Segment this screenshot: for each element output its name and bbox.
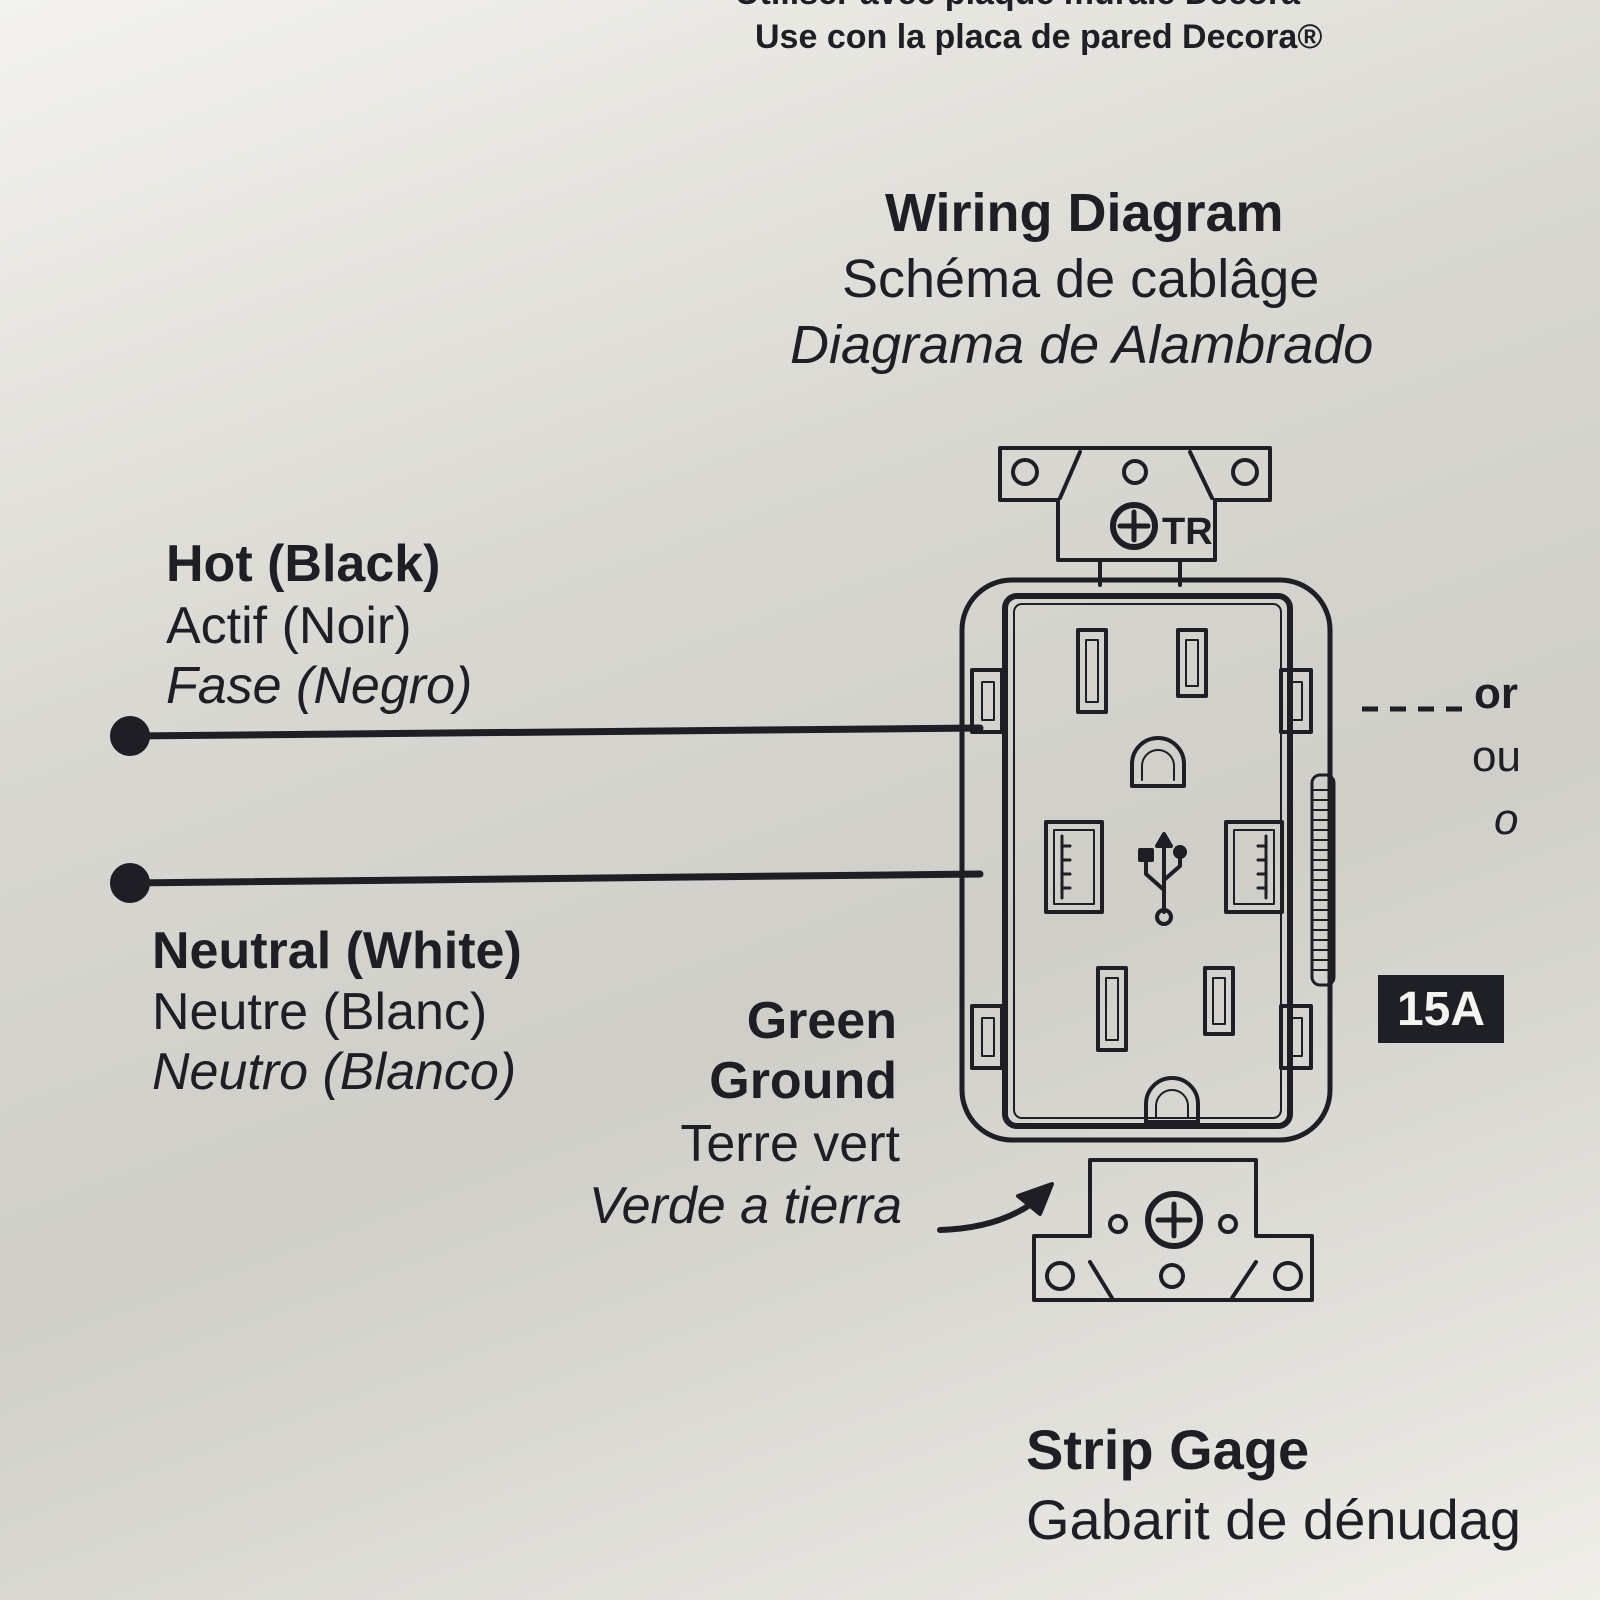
strip-gage-english: Strip Gage (1026, 1418, 1310, 1481)
ground-label-english: Ground (709, 1052, 897, 1110)
ribbed-side-panel (1310, 773, 1336, 987)
header-cut-line: Utiliser avec plaque murale Decora (735, 0, 1300, 10)
or-label-english: or (1474, 669, 1518, 718)
or-label-spanish: o (1494, 795, 1519, 844)
top-strap-screw-icon (1110, 502, 1158, 550)
ground-screw-icon (1145, 1191, 1203, 1249)
hot-label-english: Hot (Black) (166, 535, 441, 593)
usb-port-left (1044, 820, 1104, 914)
hot-label-french: Actif (Noir) (166, 597, 412, 655)
usb-port-right (1224, 820, 1284, 914)
neutral-label-english: Neutral (White) (152, 922, 522, 980)
hot-label-spanish: Fase (Negro) (166, 657, 473, 715)
receptacle-face (1002, 593, 1293, 1129)
usb-symbol-icon (1138, 832, 1187, 926)
ground-label-spanish: Verde a tierra (588, 1177, 902, 1235)
neutral-label-french: Neutre (Blanc) (152, 983, 488, 1041)
upper-outlet (1076, 628, 1208, 788)
tr-mark: TR (1162, 511, 1213, 553)
bottom-mounting-strap (1032, 1158, 1314, 1302)
title-french: Schéma de cablâge (842, 249, 1320, 309)
ground-label-french: Terre vert (680, 1115, 900, 1173)
neutral-label-spanish: Neutro (Blanco) (152, 1043, 517, 1101)
terminal-screw-icon (970, 668, 1313, 1070)
or-label-french: ou (1472, 732, 1521, 781)
neutral-wire (110, 863, 984, 903)
ground-arrow-icon (937, 1182, 1054, 1233)
hot-wire (110, 716, 984, 756)
lower-outlet (1096, 966, 1235, 1124)
title-spanish: Diagrama de Alambrado (790, 315, 1374, 375)
ground-label-green: Green (746, 992, 897, 1050)
rating-badge: 15A (1378, 975, 1504, 1043)
strip-gage-french: Gabarit de dénudag (1026, 1488, 1522, 1551)
title-english: Wiring Diagram (885, 183, 1284, 243)
header-line: Use con la placa de pared Decora® (755, 18, 1323, 56)
